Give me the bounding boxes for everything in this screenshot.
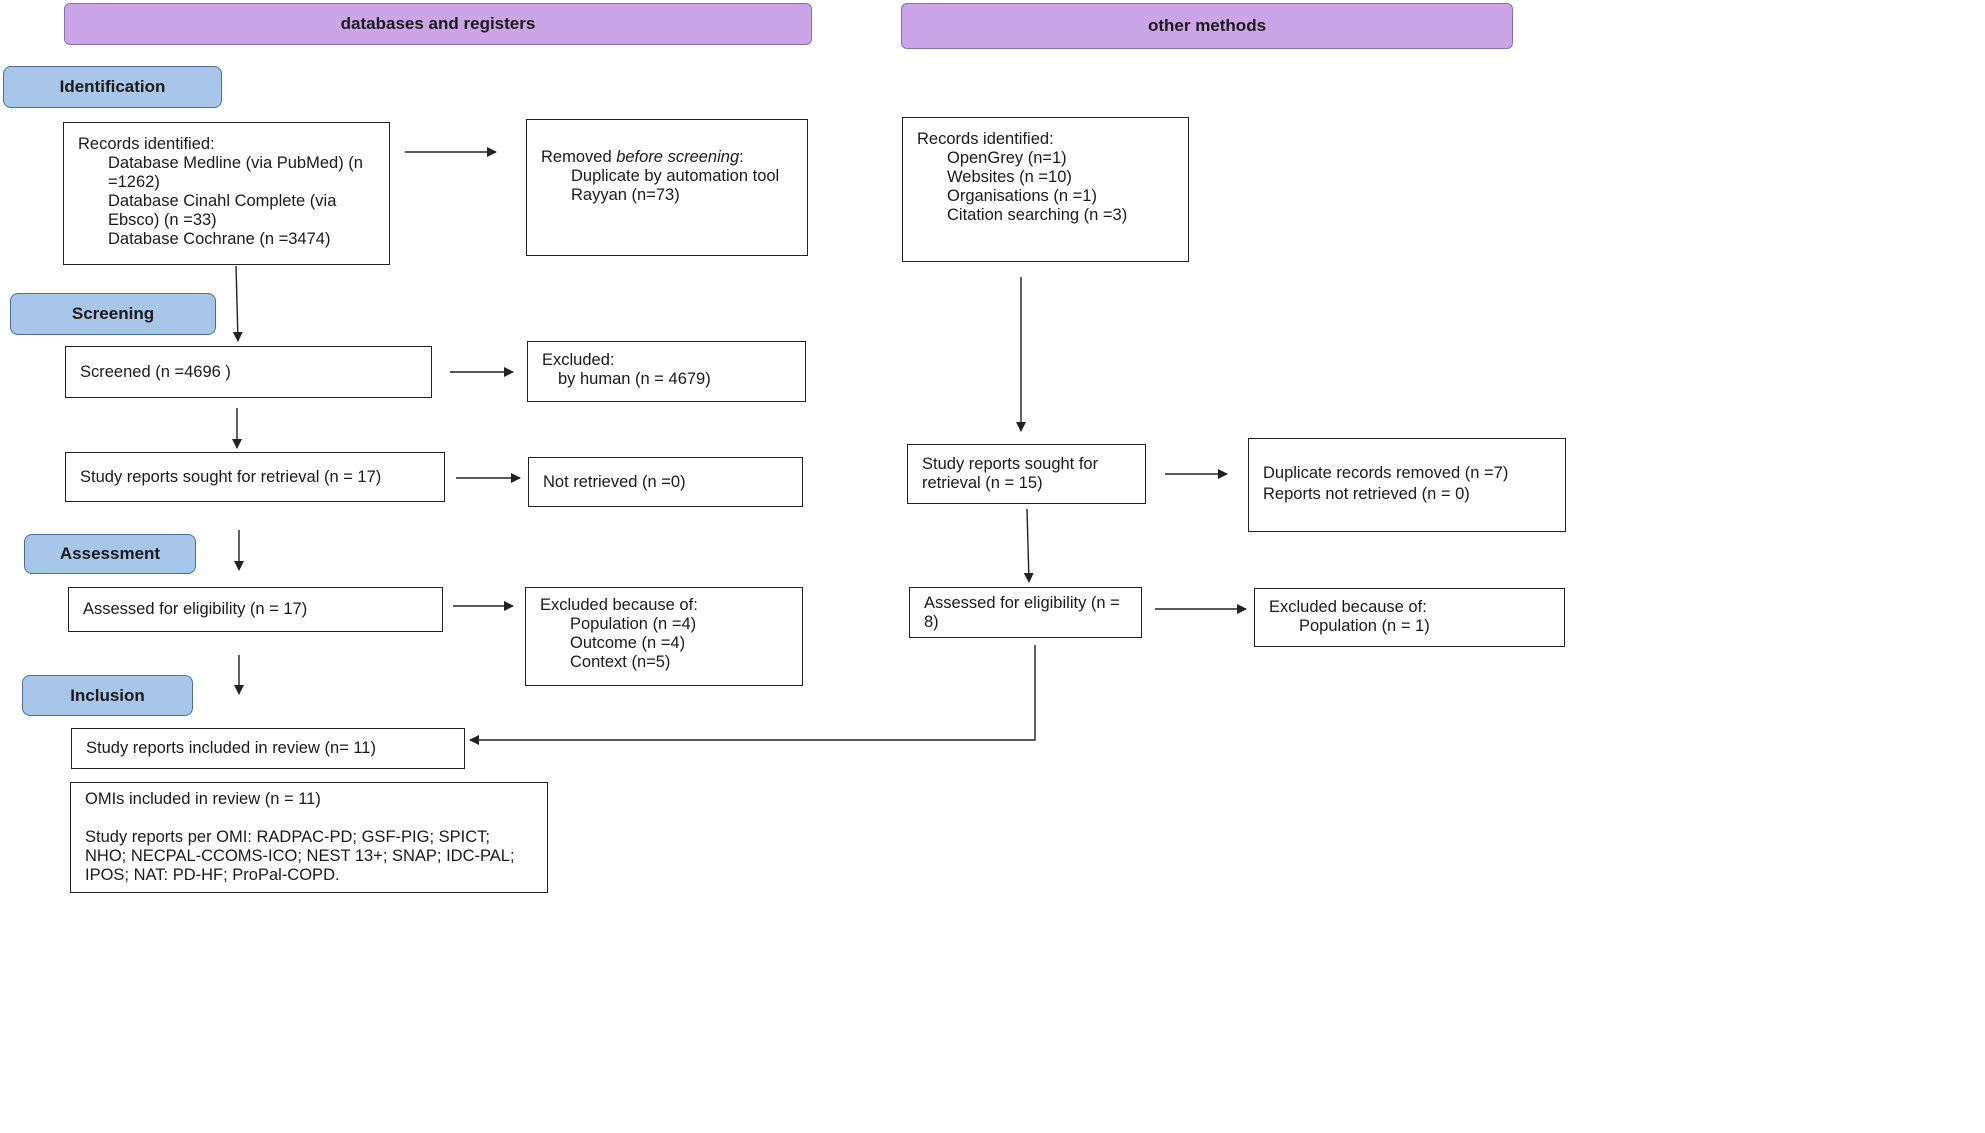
sought-retrieval-text: Study reports sought for retrieval (n = …	[80, 467, 382, 486]
other-assessed-eligibility-box: Assessed for eligibility (n = 8)	[909, 587, 1142, 638]
other-excluded-reasons-box: Excluded because of: Population (n = 1)	[1254, 588, 1565, 647]
stage-screening: Screening	[10, 293, 216, 335]
omis-title: OMIs included in review (n = 11)	[85, 790, 321, 808]
other-record-item: Websites (n =10)	[947, 168, 1072, 186]
records-title: Records identified:	[78, 135, 215, 153]
record-item: Database Cinahl Complete (via Ebsco) (n …	[108, 192, 337, 229]
other-sought-retrieval-text: Study reports sought for retrieval (n = …	[922, 455, 1099, 492]
stage-inclusion: Inclusion	[22, 675, 193, 716]
excluded-item: by human (n = 4679)	[558, 370, 711, 388]
other-records-title: Records identified:	[917, 130, 1054, 148]
other-sought-retrieval-box: Study reports sought for retrieval (n = …	[907, 444, 1146, 504]
excluded-reasons-box: Excluded because of: Population (n =4) O…	[525, 587, 803, 686]
assessed-eligibility-text: Assessed for eligibility (n = 17)	[83, 600, 308, 618]
records-identified-databases: Records identified: Database Medline (vi…	[63, 122, 390, 265]
excluded-reason-item: Outcome (n =4)	[570, 634, 686, 652]
header-other-methods: other methods	[901, 3, 1513, 49]
stage-assessment: Assessment	[24, 534, 196, 574]
header-databases-registers: databases and registers	[64, 3, 812, 45]
not-retrieved-box: Not retrieved (n =0)	[528, 457, 803, 507]
excluded-title: Excluded:	[542, 351, 615, 369]
omis-box: OMIs included in review (n = 11) Study r…	[70, 782, 548, 893]
other-record-item: Organisations (n =1)	[947, 187, 1097, 205]
other-record-item: Citation searching (n =3)	[947, 206, 1128, 224]
excluded-reason-item: Context (n=5)	[570, 653, 671, 671]
removed-title: Removed before screening:	[541, 148, 744, 166]
flow-arrows	[232, 147, 1247, 745]
arrow-records-to-screened	[232, 265, 243, 342]
stage-identification: Identification	[3, 66, 222, 108]
excluded-reasons-title: Excluded because of:	[540, 596, 698, 614]
removed-before-screening: Removed before screening: Duplicate by a…	[526, 119, 808, 256]
included-review-box: Study reports included in review (n= 11)	[71, 728, 465, 769]
excluded-box: Excluded: by human (n = 4679)	[527, 341, 806, 402]
records-identified-other: Records identified: OpenGrey (n=1) Websi…	[902, 117, 1189, 262]
included-review-text: Study reports included in review (n= 11)	[86, 739, 376, 757]
arrow-other-sought-to-assessed	[1023, 508, 1034, 583]
duplicate-item: Reports not retrieved (n = 0)	[1263, 485, 1470, 503]
other-assessed-eligibility-text: Assessed for eligibility (n = 8)	[924, 594, 1120, 631]
excluded-reason-item: Population (n =4)	[570, 615, 697, 633]
record-item: Database Medline (via PubMed) (n =1262)	[108, 154, 363, 191]
other-excluded-item: Population (n = 1)	[1299, 617, 1430, 635]
removed-item: Duplicate by automation tool Rayyan (n=7…	[571, 167, 780, 204]
omis-detail: Study reports per OMI: RADPAC-PD; GSF-PI…	[85, 828, 515, 884]
arrow-other-to-included	[469, 645, 1036, 745]
record-item: Database Cochrane (n =3474)	[108, 230, 331, 248]
screened-box: Screened (n =4696 )	[65, 346, 432, 398]
duplicates-box: Duplicate records removed (n =7) Reports…	[1248, 438, 1566, 532]
other-record-item: OpenGrey (n=1)	[947, 149, 1067, 167]
assessed-eligibility-box: Assessed for eligibility (n = 17)	[68, 587, 443, 632]
not-retrieved-text: Not retrieved (n =0)	[543, 472, 686, 491]
sought-retrieval-box: Study reports sought for retrieval (n = …	[65, 452, 445, 502]
other-excluded-title: Excluded because of:	[1269, 598, 1427, 616]
screened-text: Screened (n =4696 )	[80, 362, 231, 381]
duplicate-item: Duplicate records removed (n =7)	[1263, 464, 1509, 482]
